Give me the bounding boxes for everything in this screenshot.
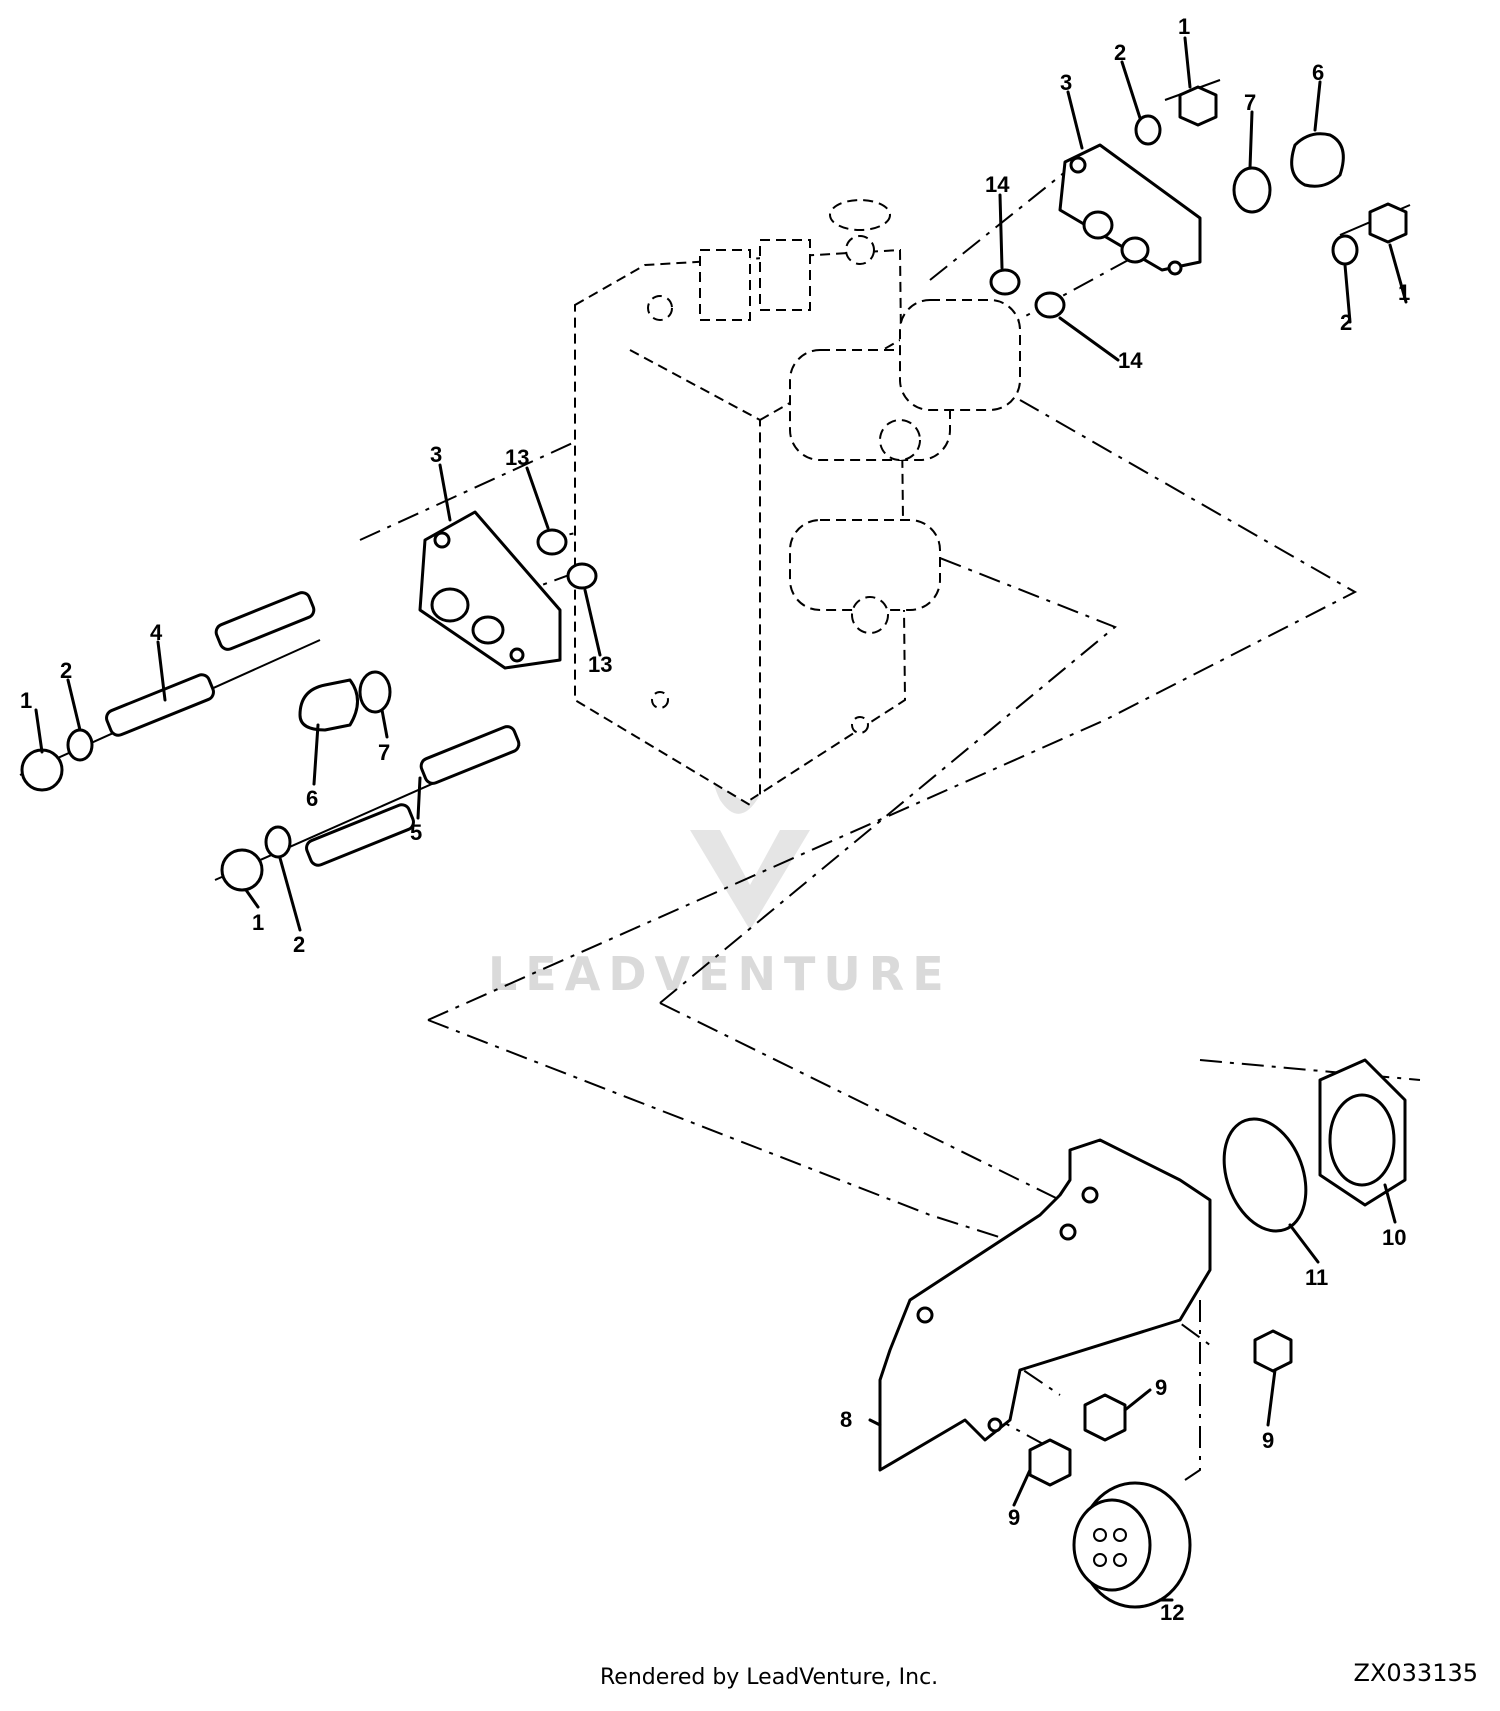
callout-2d: 2: [1340, 310, 1352, 335]
callout-1a: 1: [20, 688, 32, 713]
packing-13a: [536, 528, 568, 556]
nut-1c: [220, 848, 264, 892]
callout-2c: 2: [293, 932, 305, 957]
cover-plate-right: [1058, 143, 1202, 272]
callout-leaders: [34, 36, 1408, 1602]
callout-9a: 9: [1155, 1375, 1167, 1400]
figure-id: ZX033135: [1353, 1659, 1479, 1687]
valve-block: [574, 199, 1021, 807]
callout-1b: 1: [1178, 14, 1190, 39]
o-ring-7a: [358, 670, 392, 714]
callout-11: 11: [1305, 1265, 1328, 1290]
callout-13b: 13: [588, 652, 612, 677]
watermark-text: LEADVENTURE: [488, 947, 952, 1001]
nut-1b: [1178, 85, 1218, 127]
callout-7a: 7: [378, 740, 390, 765]
callout-10: 10: [1382, 1225, 1406, 1250]
callout-13a: 13: [505, 445, 529, 470]
washer-2d: [1331, 234, 1359, 266]
washer-2a: [66, 728, 94, 762]
callout-3a: 3: [430, 442, 442, 467]
o-ring-7b: [1232, 166, 1272, 214]
nut-1a: [20, 748, 64, 792]
nut-9c: [1253, 1329, 1293, 1373]
callout-3b: 3: [1060, 70, 1072, 95]
plug-6b: [1290, 132, 1345, 188]
bracket-8: [878, 1138, 1212, 1472]
callout-2b: 2: [1114, 40, 1126, 65]
spring-4b: [105, 673, 215, 737]
washer-2b: [1134, 114, 1162, 146]
ring-11: [1222, 1117, 1308, 1233]
cover-plate-left: [418, 510, 562, 670]
callout-14b: 14: [1118, 348, 1143, 373]
callout-4: 4: [150, 620, 163, 645]
callout-12: 12: [1160, 1600, 1184, 1625]
callout-8: 8: [840, 1407, 852, 1432]
spring-5a: [419, 725, 521, 785]
callout-2a: 2: [60, 658, 72, 683]
left-cover-plate-group: [20, 510, 598, 892]
callout-7b: 7: [1244, 90, 1256, 115]
callout-6a: 6: [306, 786, 318, 811]
nut-9a: [1083, 1393, 1127, 1442]
callout-14a: 14: [985, 172, 1010, 197]
packing-14a: [989, 268, 1021, 296]
callout-labels: 1 2 4 6 7 1 2 5 3 13 13 3 2 1 7 6 1 2 14…: [20, 14, 1410, 1625]
bracket-group: [878, 1058, 1407, 1609]
callout-5: 5: [410, 820, 422, 845]
right-cover-plate-group: [989, 85, 1408, 319]
rendered-by-caption: Rendered by LeadVenture, Inc.: [600, 1665, 939, 1690]
spring-4a: [214, 591, 316, 651]
callout-1d: 1: [1398, 280, 1410, 305]
callout-9b: 9: [1008, 1505, 1020, 1530]
nut-9b: [1028, 1438, 1072, 1487]
nut-1d: [1368, 202, 1408, 244]
plug-6a: [298, 678, 359, 732]
callout-6b: 6: [1312, 60, 1324, 85]
washer-2c: [264, 825, 292, 859]
packing-14b: [1034, 291, 1066, 319]
callout-1c: 1: [252, 910, 264, 935]
packing-13b: [566, 562, 598, 590]
callout-9c: 9: [1262, 1428, 1274, 1453]
spring-5b: [305, 803, 415, 867]
